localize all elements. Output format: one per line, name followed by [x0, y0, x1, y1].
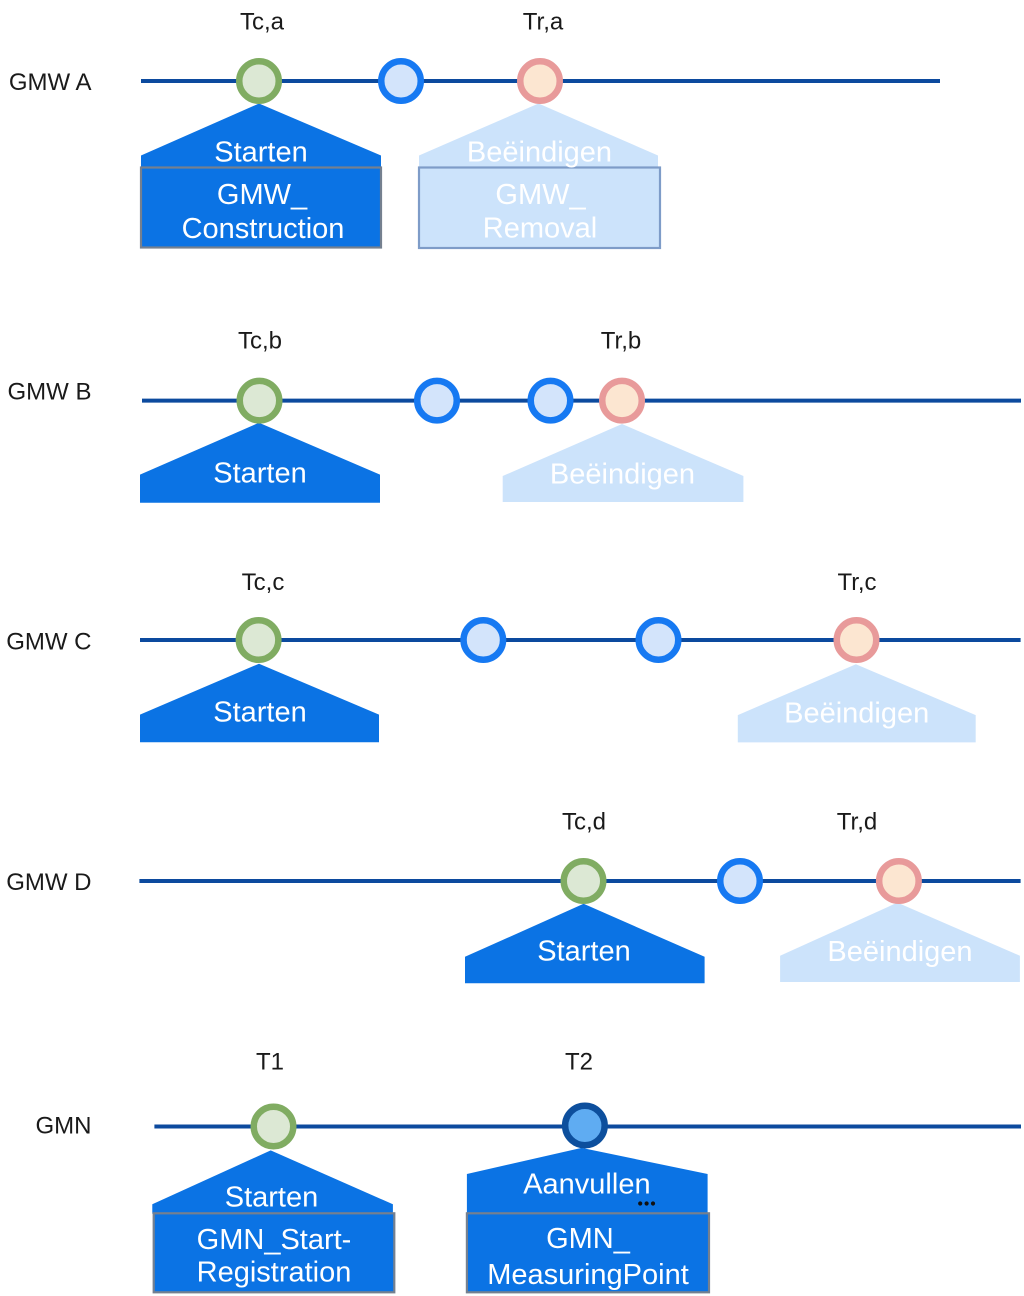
svg-text:GMW A: GMW A	[9, 69, 92, 96]
svg-text:Removal: Removal	[483, 213, 597, 245]
svg-text:MeasuringPoint: MeasuringPoint	[487, 1259, 689, 1291]
svg-text:Beëindigen: Beëindigen	[784, 698, 929, 730]
svg-text:GMW C: GMW C	[6, 629, 91, 656]
svg-text:Tc,c: Tc,c	[242, 569, 285, 596]
svg-text:Starten: Starten	[213, 697, 307, 729]
svg-text:GMN: GMN	[36, 1113, 92, 1140]
svg-text:Starten: Starten	[225, 1182, 319, 1214]
svg-text:GMN_: GMN_	[546, 1223, 631, 1255]
svg-text:Beëindigen: Beëindigen	[467, 137, 612, 169]
svg-text:GMW_: GMW_	[217, 179, 308, 211]
svg-text:GMW_: GMW_	[495, 179, 586, 211]
svg-text:Starten: Starten	[537, 936, 631, 968]
svg-text:GMW D: GMW D	[6, 869, 91, 896]
svg-text:Registration: Registration	[197, 1257, 352, 1289]
svg-text:Beëindigen: Beëindigen	[550, 459, 695, 491]
svg-text:Beëindigen: Beëindigen	[827, 936, 972, 968]
svg-text:Construction: Construction	[182, 213, 345, 245]
svg-text:T2: T2	[565, 1048, 593, 1075]
svg-text:Starten: Starten	[214, 137, 308, 169]
svg-text:Aanvullen: Aanvullen	[523, 1169, 650, 1201]
svg-text:Tc,d: Tc,d	[562, 808, 606, 835]
svg-text:Tr,d: Tr,d	[837, 808, 877, 835]
svg-text:Tr,b: Tr,b	[601, 327, 641, 354]
svg-text:GMN_Start-: GMN_Start-	[197, 1224, 352, 1256]
svg-text:Tr,c: Tr,c	[837, 569, 876, 596]
svg-text:T1: T1	[256, 1048, 284, 1075]
svg-text:Tr,a: Tr,a	[523, 8, 564, 35]
svg-text:Tc,a: Tc,a	[240, 8, 285, 35]
svg-text:Starten: Starten	[213, 458, 307, 490]
svg-text:GMW B: GMW B	[8, 378, 92, 405]
svg-text:Tc,b: Tc,b	[238, 327, 282, 354]
